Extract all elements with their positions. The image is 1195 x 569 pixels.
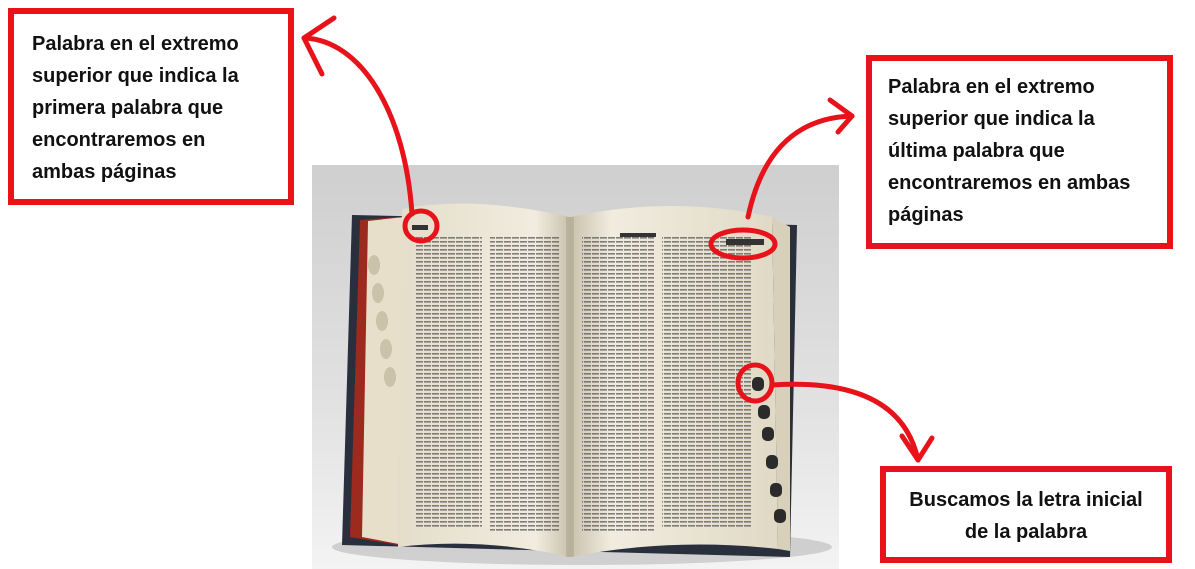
open-dictionary-photo xyxy=(312,165,839,569)
arrow-first-word-head xyxy=(304,18,334,74)
arrow-last-word-head xyxy=(830,100,852,132)
callout-last-word-text: Palabra en el extremo superior que indic… xyxy=(888,76,1130,226)
callout-first-word-text: Palabra en el extremo superior que indic… xyxy=(32,33,239,183)
callout-initial-letter-text: Buscamos la letra inicial de la palabra xyxy=(909,489,1142,543)
callout-last-word: Palabra en el extremo superior que indic… xyxy=(866,55,1173,249)
arrow-initial-letter-head xyxy=(902,436,932,460)
callout-first-word: Palabra en el extremo superior que indic… xyxy=(8,8,294,205)
callout-initial-letter: Buscamos la letra inicial de la palabra xyxy=(880,466,1172,563)
open-dictionary-illustration xyxy=(312,165,839,569)
